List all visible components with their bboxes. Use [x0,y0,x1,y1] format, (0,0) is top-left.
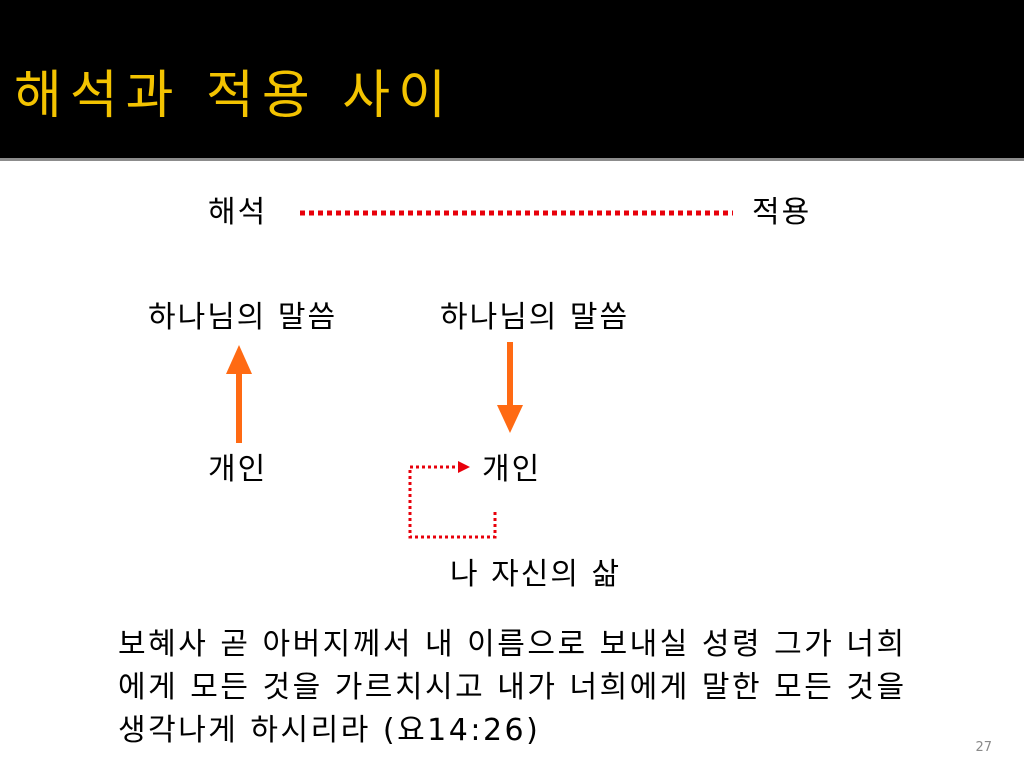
my-life-label: 나 자신의 삶 [450,557,622,592]
verse-line: 생각나게 하시리라 (요14:26) [118,713,541,748]
right-individual-label: 개인 [482,452,542,487]
dotted-loop-arrowhead [458,461,470,473]
arrow-down-head [497,405,523,433]
interpretation-label: 해석 [208,195,268,230]
left-word-of-god-label: 하나님의 말씀 [148,300,338,335]
slide-title: 해석과 적용 사이 [14,66,454,126]
arrow-up-head [226,345,252,374]
arrow-down-icon [497,342,523,433]
right-word-of-god-label: 하나님의 말씀 [440,300,630,335]
dotted-loop-arrow-icon [408,461,497,539]
arrow-up-icon [226,345,252,443]
dotted-loop-path [408,465,497,539]
left-individual-label: 개인 [208,452,268,487]
verse-line: 보혜사 곧 아버지께서 내 이름으로 보내실 성령 그가 너희 [118,627,907,662]
header-divider [0,158,1024,161]
slide-header: 해석과 적용 사이 [0,0,1024,158]
scripture-verse: 보혜사 곧 아버지께서 내 이름으로 보내실 성령 그가 너희 에게 모든 것을… [118,623,1008,752]
application-label: 적용 [752,195,812,230]
page-number: 27 [975,740,992,755]
verse-line: 에게 모든 것을 가르치시고 내가 너희에게 말한 모든 것을 [118,670,907,705]
